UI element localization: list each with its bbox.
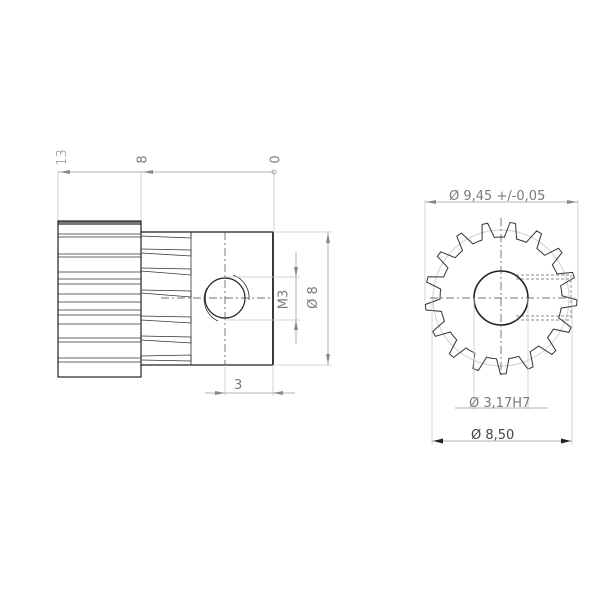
thread-label-m3: M3: [276, 289, 292, 310]
side-view: [57, 169, 332, 396]
hub-width-label: Ø 8,50: [471, 428, 515, 443]
ruler-label-13: 13: [54, 149, 70, 166]
bore-diameter-label: Ø 3,17H7: [469, 396, 531, 411]
offset-label-3: 3: [234, 378, 243, 393]
ruler-label-8: 8: [135, 155, 151, 164]
ruler-label-0: 0: [268, 155, 284, 164]
front-view: [424, 200, 579, 445]
hub-diameter-label: Ø 8: [305, 286, 321, 309]
outer-diameter-label: Ø 9,45 +/-0,05: [449, 189, 546, 204]
